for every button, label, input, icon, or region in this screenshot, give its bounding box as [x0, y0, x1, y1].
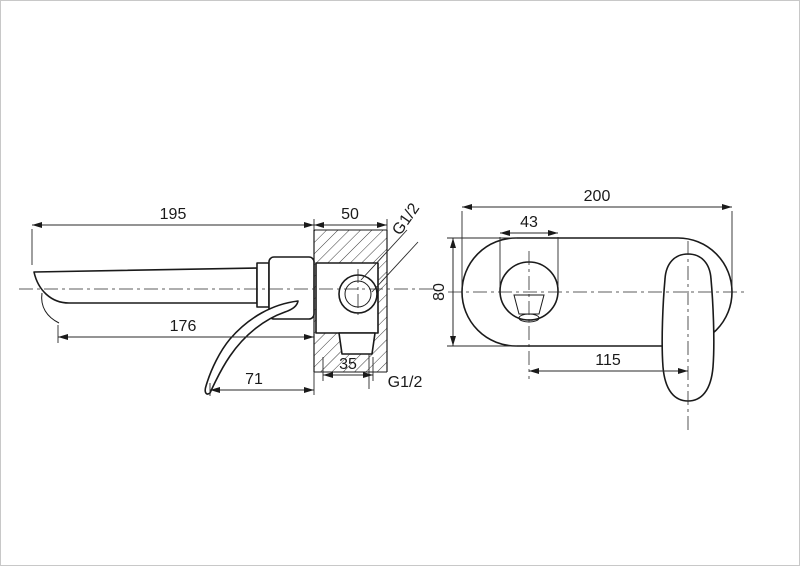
- dimension-115: 115: [529, 352, 688, 374]
- aerator: [513, 294, 545, 315]
- dim-label-71: 71: [245, 371, 263, 388]
- dimension-50: 50: [314, 206, 388, 230]
- dimension-35: 35: [322, 356, 374, 381]
- dim-label-195: 195: [160, 206, 187, 223]
- thread-callout-bottom: G1/2: [368, 354, 423, 391]
- dim-label-35: 35: [339, 356, 357, 373]
- body-ring: [256, 262, 270, 308]
- dimension-71: 71: [209, 371, 315, 396]
- thread-label-bottom: G1/2: [388, 374, 423, 391]
- bottom-outlet-fitting: [338, 332, 376, 355]
- dimension-80: 80: [431, 237, 517, 347]
- mixer-body: [268, 256, 315, 320]
- dimension-176: 176: [57, 318, 314, 343]
- leader-line: [371, 241, 419, 293]
- front-view: 200 43 80 115: [431, 188, 745, 433]
- dim-label-200: 200: [584, 188, 611, 205]
- dimension-195: 195: [31, 206, 315, 265]
- dim-label-43: 43: [520, 214, 538, 231]
- side-view: G1/2 G1/2 195 50: [19, 200, 437, 396]
- spout: [33, 267, 258, 304]
- spout-outlet-lip: [41, 292, 60, 324]
- dimension-200: 200: [461, 188, 733, 288]
- dimension-43: 43: [499, 214, 559, 286]
- thread-label-top: G1/2: [389, 200, 423, 238]
- dim-label-115: 115: [595, 352, 621, 369]
- dim-label-50: 50: [341, 206, 359, 223]
- dim-label-176: 176: [170, 318, 197, 335]
- leader-line: [360, 229, 408, 281]
- dim-label-80: 80: [431, 283, 448, 301]
